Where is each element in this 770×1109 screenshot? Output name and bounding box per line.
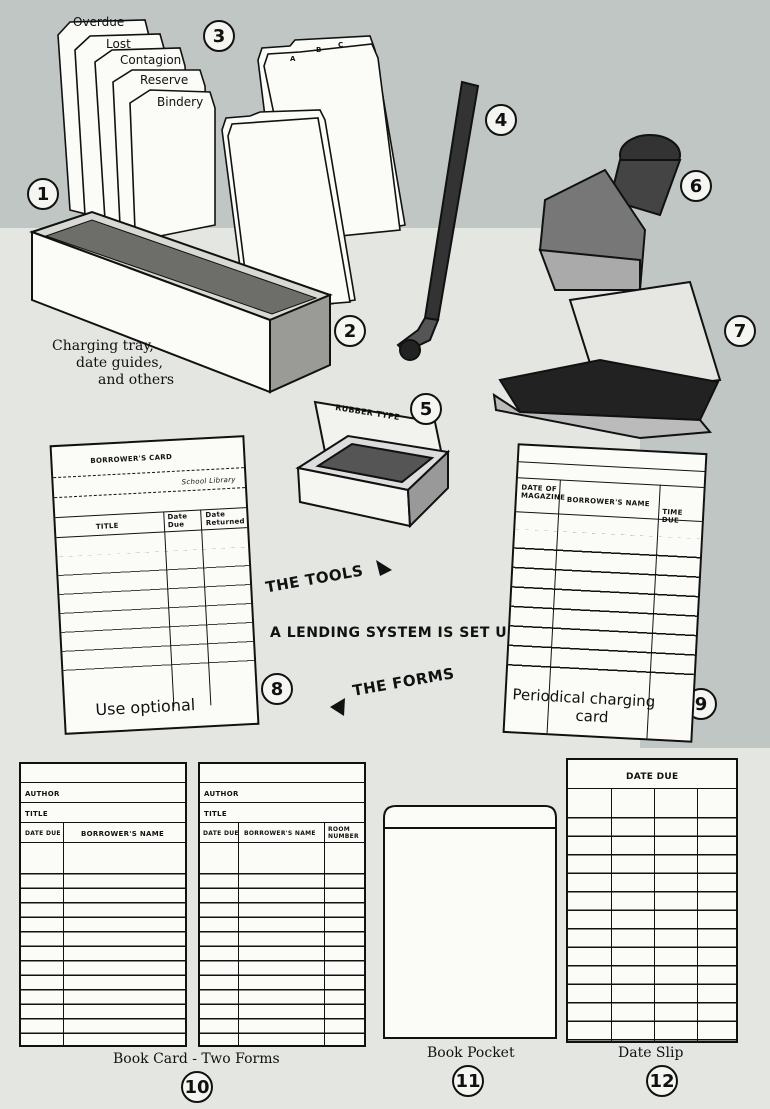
borrowers-card-col-returned: Date Returned <box>205 510 246 528</box>
rubber-type-box-illustration <box>295 400 451 529</box>
borrowers-card-note: Use optional <box>94 695 196 720</box>
book-card-form-a: AUTHOR TITLE DATE DUE BORROWER'S NAME <box>19 762 187 1047</box>
book-card-b-author: AUTHOR <box>204 790 239 798</box>
periodical-col-date: DATE OF MAGAZINE <box>520 483 566 502</box>
pencil-dater-illustration <box>396 80 480 361</box>
periodical-col-name: BORROWER'S NAME <box>566 495 650 509</box>
book-pocket-illustration <box>383 805 557 1039</box>
direction-arrows <box>330 560 392 716</box>
date-slip-heading: DATE DUE <box>626 772 679 782</box>
guide-label-contagion: Contagion <box>120 53 182 67</box>
item-number-10: 10 <box>181 1071 213 1103</box>
item-number-5: 5 <box>410 393 442 425</box>
book-card-b-title: TITLE <box>204 810 227 818</box>
item-number-2: 2 <box>334 315 366 347</box>
tray-caption-line2: date guides, <box>76 355 164 371</box>
ink-pad-illustration <box>492 280 722 440</box>
book-card-b-col-room: ROOM NUMBER <box>328 826 359 840</box>
date-guides-illustration <box>57 19 216 241</box>
caption-book-pocket: Book Pocket <box>427 1045 515 1061</box>
book-card-a-author: AUTHOR <box>25 790 60 798</box>
index-tab-b: B <box>316 46 322 54</box>
lending-system-title: A LENDING SYSTEM IS SET UP <box>270 625 518 641</box>
borrowers-card-school: School Library <box>181 475 236 487</box>
item-number-11: 11 <box>452 1065 484 1097</box>
book-card-b-col-name: BORROWER'S NAME <box>244 830 316 837</box>
book-card-a-col-name: BORROWER'S NAME <box>81 830 165 838</box>
guide-label-lost: Lost <box>106 37 131 51</box>
item-number-6: 6 <box>680 170 712 202</box>
charging-tray-illustration <box>28 210 333 394</box>
borrowers-card-col-due: Date Due <box>167 512 188 530</box>
caption-book-card: Book Card - Two Forms <box>113 1051 280 1067</box>
guide-label-bindery: Bindery <box>157 95 204 109</box>
periodical-charging-card: DATE OF MAGAZINE BORROWER'S NAME TIME DU… <box>502 443 708 743</box>
borrowers-card-col-title: TITLE <box>95 521 119 531</box>
book-card-form-b: AUTHOR TITLE DATE DUE BORROWER'S NAME RO… <box>198 762 366 1047</box>
periodical-col-time: TIME DUE <box>661 507 683 525</box>
date-slip: DATE DUE <box>566 758 738 1043</box>
tray-caption-line1: Charging tray, <box>52 338 154 354</box>
dater-stamp-illustration <box>538 134 682 292</box>
guide-label-overdue: Overdue <box>73 15 125 29</box>
item-number-12: 12 <box>646 1065 678 1097</box>
book-card-a-title: TITLE <box>25 810 48 818</box>
index-cards-illustration <box>221 35 406 313</box>
item-number-7: 7 <box>724 315 756 347</box>
borrowers-card-heading: BORROWER'S CARD <box>90 452 173 466</box>
item-number-8: 8 <box>261 673 293 705</box>
index-tab-a: A <box>290 55 296 63</box>
item-number-1: 1 <box>27 178 59 210</box>
item-number-3: 3 <box>203 20 235 52</box>
caption-date-slip: Date Slip <box>618 1045 684 1061</box>
book-card-a-col-due: DATE DUE <box>25 830 61 837</box>
index-tab-c: C <box>338 41 344 49</box>
borrowers-card: BORROWER'S CARD School Library TITLE Dat… <box>49 435 260 735</box>
periodical-note-line2: card <box>575 706 609 727</box>
book-card-b-col-due: DATE DUE <box>203 830 239 837</box>
item-number-4: 4 <box>485 104 517 136</box>
guide-label-reserve: Reserve <box>140 73 189 87</box>
tray-caption-line3: and others <box>98 372 175 388</box>
